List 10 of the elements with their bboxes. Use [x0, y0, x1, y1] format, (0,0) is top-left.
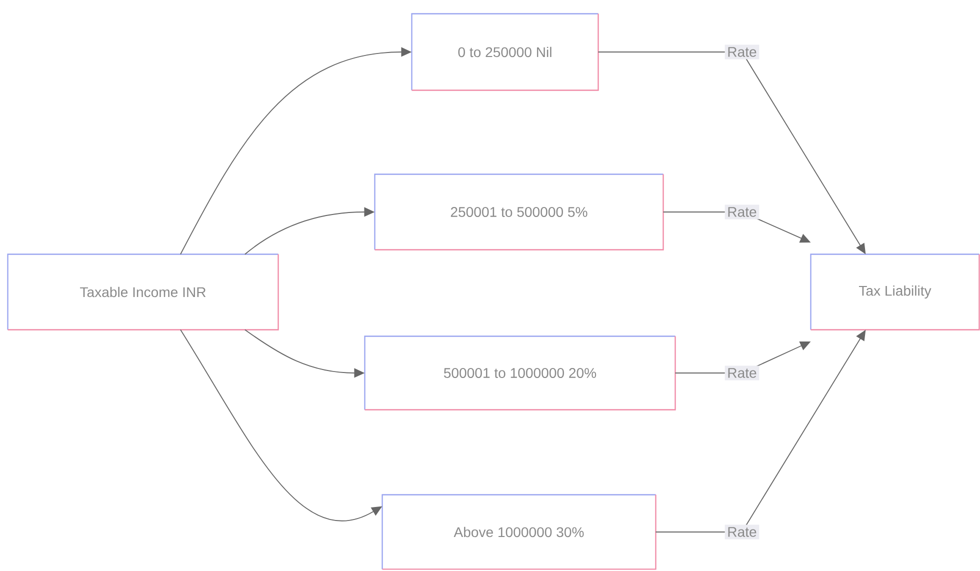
- process-box: Above 1000000 30%: [382, 494, 656, 570]
- edge-label: Rate: [724, 524, 760, 540]
- process-box: 0 to 250000 Nil: [411, 13, 599, 91]
- edge-label: Rate: [724, 204, 760, 220]
- process-box: Tax Liability: [810, 254, 980, 330]
- process-box: 250001 to 500000 5%: [374, 174, 664, 250]
- process-box: Taxable Income INR: [7, 254, 279, 330]
- process-box: 500001 to 1000000 20%: [364, 336, 676, 410]
- edge-label: Rate: [724, 44, 760, 60]
- edge-label: Rate: [724, 366, 760, 380]
